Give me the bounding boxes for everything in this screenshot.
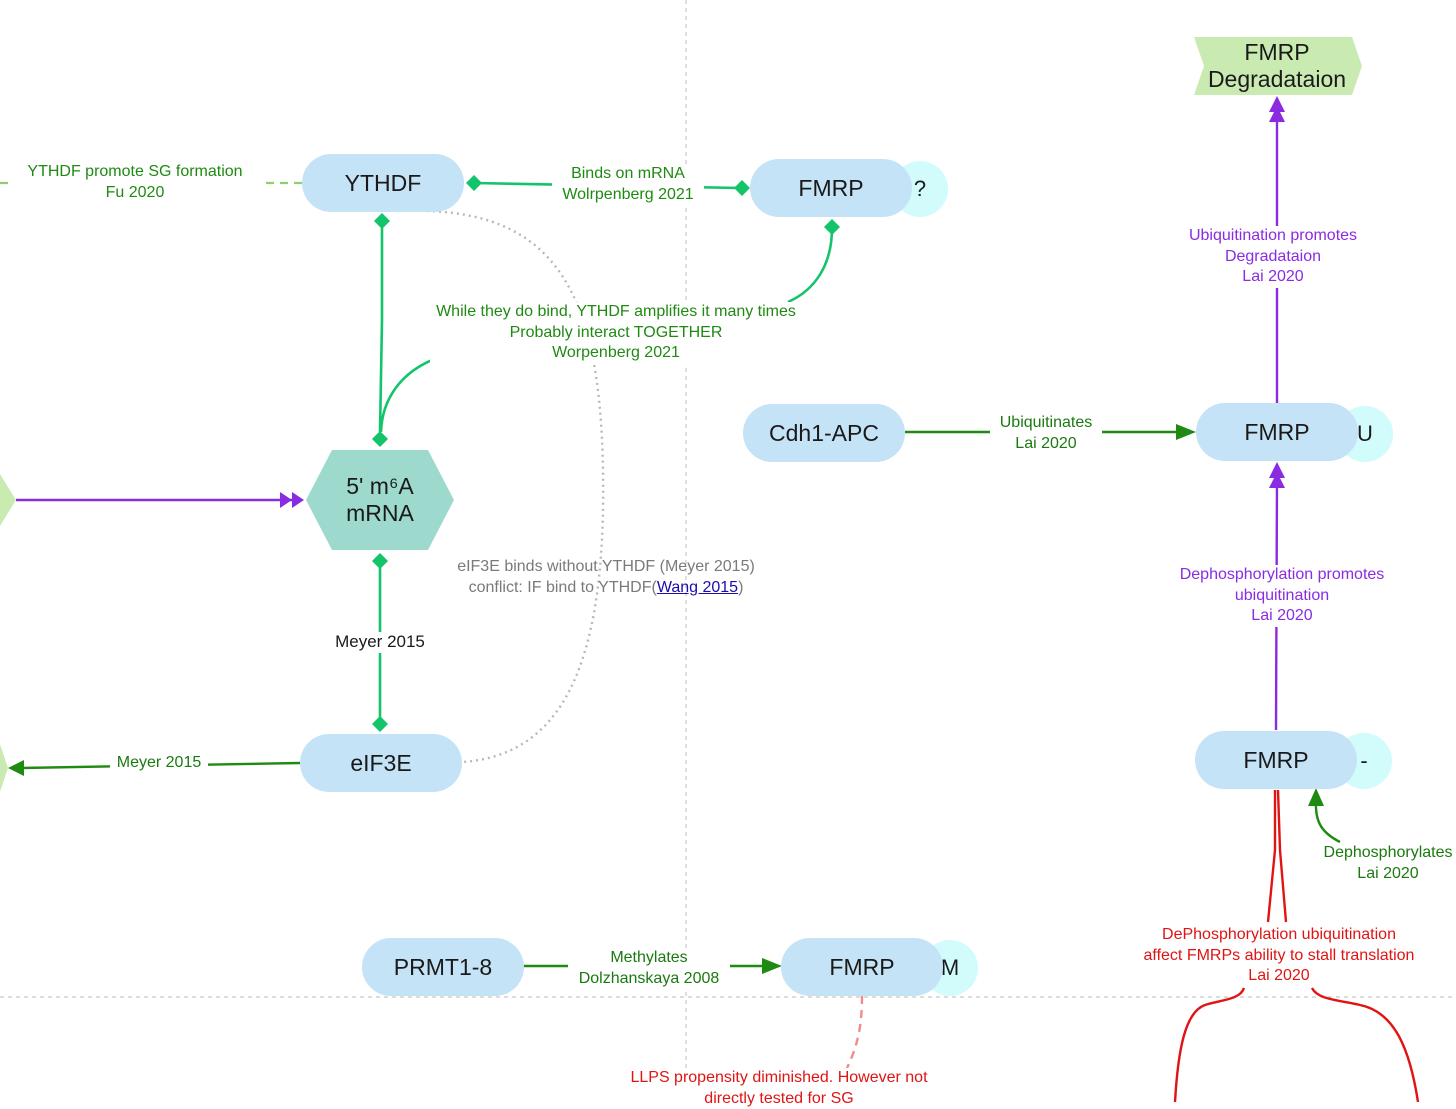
node-prmt1-8[interactable]: PRMT1-8 <box>362 938 524 996</box>
label-llps: LLPS propensity diminished. However not … <box>612 1068 946 1109</box>
node-fmrp-m-label: FMRP <box>829 954 894 981</box>
fmrp-together-curve <box>788 228 832 302</box>
label-meyer-left: Meyer 2015 <box>110 753 208 774</box>
label-eif3e-conflict: eIF3E binds without YTHDF (Meyer 2015) c… <box>438 557 774 598</box>
ubiq-deg-line2: Degradataion <box>1173 247 1373 268</box>
stall-line2: affect FMRPs ability to stall translatio… <box>1128 946 1430 967</box>
ubiq-deg-line1: Ubiquitination promotes <box>1173 226 1373 247</box>
together-m6a-curve <box>381 358 437 432</box>
node-fmrp-dephos[interactable]: FMRP <box>1195 731 1357 789</box>
together-line3: Worpenberg 2021 <box>430 343 802 364</box>
meyer-vertical-text: Meyer 2015 <box>325 632 435 653</box>
label-dephos-promotes: Dephosphorylation promotes ubiquitinatio… <box>1168 565 1396 627</box>
binds-line1: Binds on mRNA <box>552 164 704 185</box>
node-eif3e[interactable]: eIF3E <box>300 734 462 792</box>
methylates-line2: Dolzhanskaya 2008 <box>568 969 730 990</box>
node-fmrp-u[interactable]: FMRP <box>1196 403 1358 461</box>
badge-u-label: U <box>1357 421 1373 447</box>
node-cdh1-apc[interactable]: Cdh1-APC <box>743 404 905 462</box>
wang-2015-link[interactable]: Wang 2015 <box>657 579 738 596</box>
stall-edge-right <box>1278 790 1286 922</box>
ythdf-m6a-edge <box>380 221 382 432</box>
label-ubiquitinates: Ubiquitinates Lai 2020 <box>990 413 1102 454</box>
stall-line1: DePhosphorylation ubiquitination <box>1128 925 1430 946</box>
llps-dashed-edge <box>847 996 862 1068</box>
node-eif3e-label: eIF3E <box>350 750 411 777</box>
degradation-line2: Degradataion <box>1208 66 1346 93</box>
label-stall-translation: DePhosphorylation ubiquitination affect … <box>1128 925 1430 987</box>
label-meyer-vertical: Meyer 2015 <box>325 632 435 653</box>
ubiquitinates-line2: Lai 2020 <box>990 434 1102 455</box>
dephosphorylates-line1: Dephosphorylates <box>1316 843 1456 864</box>
dephosphorylates-edge <box>1316 800 1340 842</box>
sg-formation-line2: Fu 2020 <box>10 183 260 204</box>
node-fmrp-q[interactable]: FMRP <box>750 159 912 217</box>
ubiquitinates-line1: Ubiquitinates <box>990 413 1102 434</box>
node-prmt1-8-label: PRMT1-8 <box>394 954 492 981</box>
meyer-left-text: Meyer 2015 <box>110 753 208 774</box>
conflict-post: ) <box>738 579 743 596</box>
stall-edge-left <box>1268 790 1275 922</box>
m6a-label-line2: mRNA <box>346 500 414 527</box>
dephosphorylates-line2: Lai 2020 <box>1316 864 1456 885</box>
dephos-promotes-line3: Lai 2020 <box>1168 606 1396 627</box>
dephos-promotes-line1: Dephosphorylation promotes <box>1168 565 1396 586</box>
llps-line2: directly tested for SG <box>612 1089 946 1109</box>
m6a-label-line1: 5' m⁶A <box>346 473 414 500</box>
node-fmrp-degradation[interactable]: FMRP Degradataion <box>1196 37 1358 95</box>
binds-line2: Wolrpenberg 2021 <box>552 185 704 206</box>
node-cdh1-apc-label: Cdh1-APC <box>769 420 879 447</box>
label-interact-together: While they do bind, YTHDF amplifies it m… <box>430 302 802 364</box>
stall-brace <box>1175 988 1244 1102</box>
dephos-promotes-line2: ubiquitination <box>1168 586 1396 607</box>
label-sg-formation: YTHDF promote SG formation Fu 2020 <box>10 162 260 203</box>
node-fmrp-q-label: FMRP <box>798 175 863 202</box>
label-methylates: Methylates Dolzhanskaya 2008 <box>568 948 730 989</box>
llps-line1: LLPS propensity diminished. However not <box>612 1068 946 1089</box>
badge-question-label: ? <box>914 176 926 202</box>
left-flag-upper <box>0 474 16 526</box>
methylates-line1: Methylates <box>568 948 730 969</box>
node-fmrp-u-label: FMRP <box>1244 419 1309 446</box>
node-m6a-mrna[interactable]: 5' m⁶A mRNA <box>306 450 454 550</box>
eif3e-conflict-line1: eIF3E binds without YTHDF (Meyer 2015) <box>438 557 774 578</box>
eif3e-conflict-line2: conflict: IF bind to YTHDF(Wang 2015) <box>438 578 774 599</box>
node-ythdf-label: YTHDF <box>345 170 422 197</box>
sg-formation-line1: YTHDF promote SG formation <box>10 162 260 183</box>
together-line2: Probably interact TOGETHER <box>430 323 802 344</box>
degradation-line1: FMRP <box>1244 39 1309 66</box>
node-ythdf[interactable]: YTHDF <box>302 154 464 212</box>
stall-line3: Lai 2020 <box>1128 966 1430 987</box>
left-flag-lower <box>0 744 8 792</box>
ubiq-deg-line3: Lai 2020 <box>1173 267 1373 288</box>
conflict-pre: conflict: IF bind to YTHDF( <box>469 579 657 596</box>
node-fmrp-m[interactable]: FMRP <box>781 938 943 996</box>
label-binds-on-mrna: Binds on mRNA Wolrpenberg 2021 <box>552 164 704 205</box>
label-ubiq-degradation: Ubiquitination promotes Degradataion Lai… <box>1173 226 1373 288</box>
node-fmrp-dephos-label: FMRP <box>1243 747 1308 774</box>
label-dephosphorylates: Dephosphorylates Lai 2020 <box>1316 843 1456 884</box>
together-line1: While they do bind, YTHDF amplifies it m… <box>430 302 802 323</box>
badge-minus-label: - <box>1360 748 1367 774</box>
badge-m-label: M <box>941 955 959 981</box>
